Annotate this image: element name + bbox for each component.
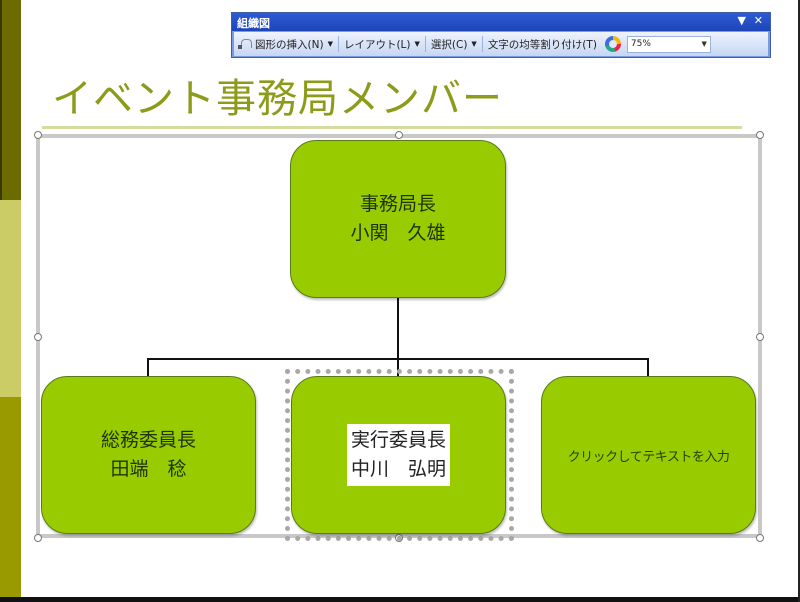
layout-button[interactable]: レイアウト(L) ▼ [340, 32, 424, 56]
decorative-bar-bottom [0, 397, 21, 597]
insert-shape-icon [238, 38, 252, 50]
selected-text-block[interactable]: 実行委員長 中川 弘明 [346, 424, 450, 486]
toolbar-separator [424, 36, 426, 52]
org-box-child-2[interactable]: 実行委員長 中川 弘明 [291, 376, 506, 534]
org-box-child-1[interactable]: 総務委員長 田端 稔 [41, 376, 256, 534]
toolbar-separator [337, 36, 339, 52]
zoom-value: 75% [630, 39, 651, 49]
connector-root-vertical [397, 297, 399, 359]
resize-handle-top-middle[interactable] [395, 131, 403, 139]
org-box-child-3[interactable]: クリックしてテキストを入力 [541, 376, 756, 534]
toolbar-separator [481, 36, 483, 52]
toolbar-titlebar[interactable]: 組織図 ▼ ✕ [232, 13, 770, 31]
selection-frame[interactable] [285, 369, 514, 541]
resize-handle-top-left[interactable] [34, 131, 42, 139]
org-box-role: 事務局長 [359, 193, 436, 215]
decorative-bar-top [0, 0, 21, 200]
close-icon[interactable]: ✕ [753, 14, 763, 27]
zoom-select[interactable]: 75% ▼ [626, 35, 711, 53]
org-box-role: 総務委員長 [100, 429, 196, 451]
org-box-name: 中川 弘明 [350, 458, 446, 480]
resize-handle-bottom-right[interactable] [756, 534, 764, 542]
toolbar-title: 組織図 [237, 17, 270, 30]
decorative-bar-middle [0, 200, 21, 397]
org-box-name: 田端 稔 [110, 458, 187, 480]
chevron-down-icon: ▼ [471, 40, 477, 48]
org-box-placeholder[interactable]: クリックしてテキストを入力 [567, 449, 730, 465]
connector-right-drop [647, 358, 649, 377]
select-label: 選択(C) [430, 38, 468, 51]
layout-label: レイアウト(L) [343, 38, 411, 51]
select-button[interactable]: 選択(C) ▼ [427, 32, 481, 56]
insert-shape-label: 図形の挿入(N) [255, 38, 324, 51]
window-right-edge [798, 0, 800, 602]
chevron-down-icon: ▼ [414, 40, 420, 48]
resize-handle-bottom-left[interactable] [34, 534, 42, 542]
chevron-down-icon: ▼ [327, 40, 333, 48]
org-box-name: 小関 久雄 [350, 222, 446, 244]
chevron-down-icon: ▼ [701, 40, 707, 48]
org-box-root[interactable]: 事務局長 小関 久雄 [290, 140, 506, 298]
autoformat-icon[interactable] [604, 36, 621, 52]
title-underline [42, 126, 742, 129]
slide-title[interactable]: イベント事務局メンバー [52, 76, 503, 122]
fit-text-button[interactable]: 文字の均等割り付け(T) [484, 32, 601, 56]
resize-handle-middle-right[interactable] [756, 333, 764, 341]
resize-handle-top-right[interactable] [756, 131, 764, 139]
window-bottom-edge [0, 597, 800, 602]
toolbar-options-icon[interactable]: ▼ [737, 14, 746, 27]
insert-shape-button[interactable]: 図形の挿入(N) ▼ [234, 32, 337, 56]
fit-text-label: 文字の均等割り付け(T) [487, 38, 597, 51]
org-chart-toolbar[interactable]: 組織図 ▼ ✕ 図形の挿入(N) ▼ レイアウト(L) ▼ 選択(C) ▼ 文字… [231, 12, 771, 58]
connector-left-drop [147, 358, 149, 377]
org-box-role: 実行委員長 [350, 429, 446, 451]
connector-middle-drop [397, 358, 399, 377]
resize-handle-middle-left[interactable] [34, 333, 42, 341]
